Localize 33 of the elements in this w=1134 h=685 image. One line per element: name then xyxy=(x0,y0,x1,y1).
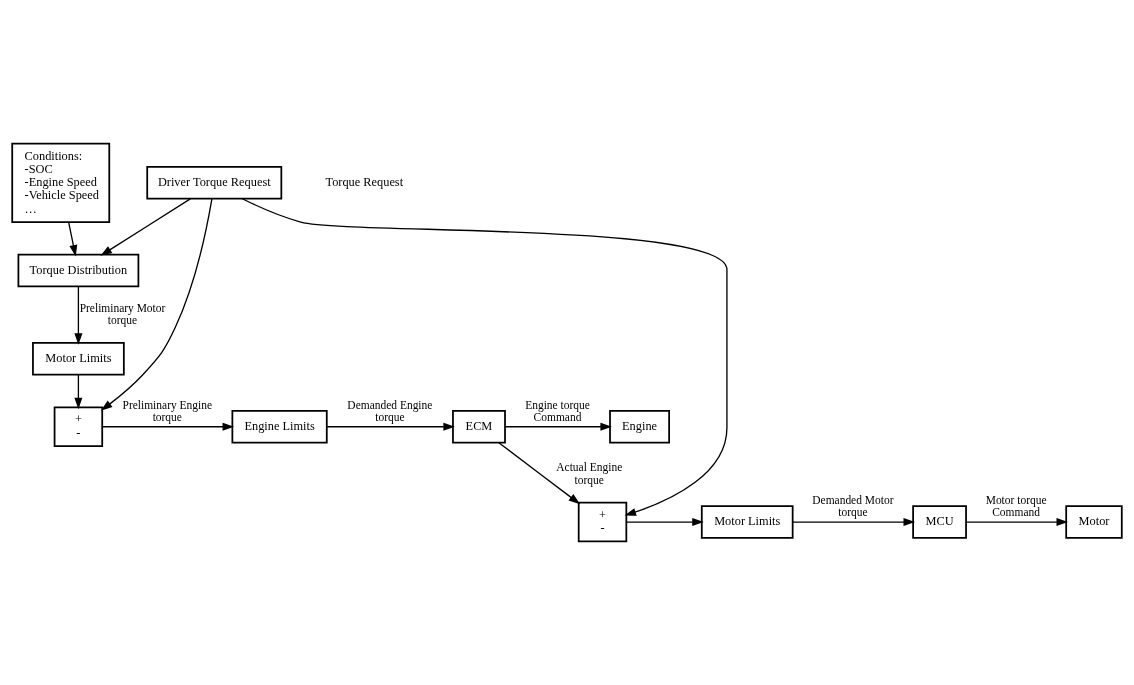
edge-label: Engine torque Command xyxy=(525,398,590,423)
node-box: Motor xyxy=(1065,505,1123,539)
arrow xyxy=(74,374,83,410)
node-box: Driver Torque Request xyxy=(146,166,283,200)
edge-label: Demanded Motor torque xyxy=(812,493,894,519)
node-box: Motor Limits xyxy=(700,505,794,539)
arrow xyxy=(965,518,1068,527)
arrow xyxy=(74,285,83,345)
edge-label: Motor torque Command xyxy=(985,493,1047,519)
label: Torque Request xyxy=(325,175,404,190)
edge-label: Preliminary Engine torque xyxy=(122,398,213,423)
arrow xyxy=(498,442,581,505)
edge-label: Actual Engine torque xyxy=(556,461,623,486)
edge-label: Demanded Engine torque xyxy=(347,398,433,423)
arrow xyxy=(241,198,728,516)
arrow xyxy=(68,221,78,257)
node-box: Engine xyxy=(609,410,670,444)
node-box: Torque Distribution xyxy=(17,253,140,288)
arrow xyxy=(326,422,455,431)
node-box: Motor Limits xyxy=(32,342,125,376)
arrow xyxy=(100,198,191,256)
arrow xyxy=(101,422,235,431)
arrow xyxy=(792,518,915,527)
node-box: Engine Limits xyxy=(231,410,328,444)
node-box: Conditions: -SOC -Engine Speed -Vehicle Speed … xyxy=(11,142,111,223)
node-box: ECM xyxy=(452,410,506,444)
arrow xyxy=(100,198,213,411)
node-box: + - xyxy=(53,406,104,448)
arrow xyxy=(504,422,612,431)
edge-label: Preliminary Motor torque xyxy=(79,301,166,326)
node-box: + - xyxy=(577,501,628,543)
arrow xyxy=(625,518,704,527)
node-box: MCU xyxy=(912,505,967,539)
